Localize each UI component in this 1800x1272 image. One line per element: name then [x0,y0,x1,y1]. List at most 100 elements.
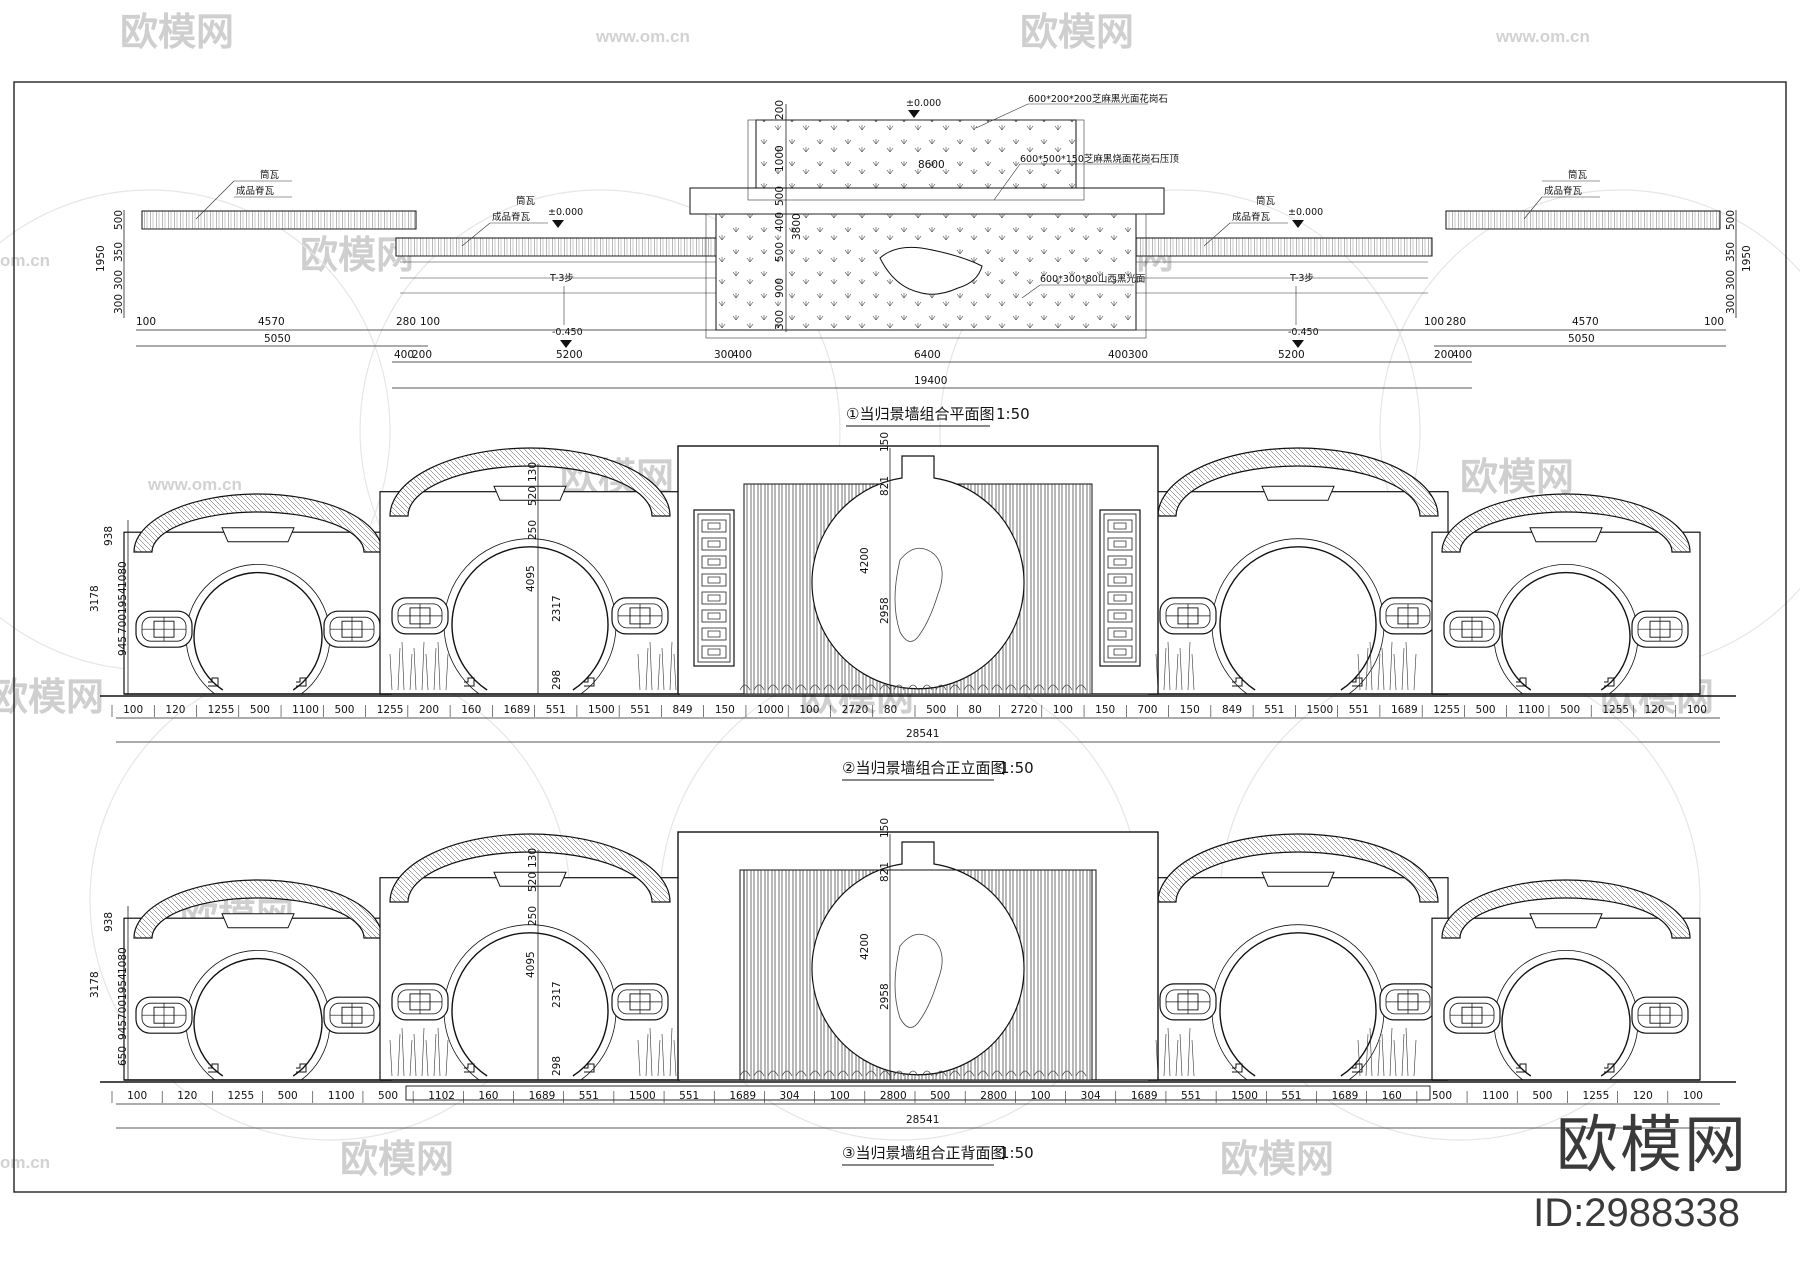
svg-text:1:50: 1:50 [996,405,1030,423]
dimension-label: 1255 [1583,1090,1610,1102]
moon-gate [451,932,609,1077]
arch-plaque [493,485,567,501]
dimension-label: 1100 [1518,704,1545,716]
dimension-label: 1100 [328,1090,355,1102]
svg-text:130: 130 [527,462,539,482]
dimension-label: 500 [926,704,946,716]
svg-text:300: 300 [1725,270,1737,290]
brand-id: ID:2988338 [1533,1191,1740,1235]
dimension-label: 100 [799,704,819,716]
svg-text:T-3步: T-3步 [549,273,574,284]
svg-text:5050: 5050 [1568,333,1595,345]
svg-text:500: 500 [774,186,786,206]
arch-roof [1157,447,1439,517]
dimension-label: 1102 [428,1090,455,1102]
svg-text:400: 400 [1108,349,1128,361]
svg-text:筒瓦: 筒瓦 [1568,169,1588,181]
dimension-label: 500 [278,1090,298,1102]
rock-outline [879,246,983,295]
svg-text:-0.450: -0.450 [552,327,583,338]
watermark-url: www.om.cn [1495,27,1590,46]
svg-text:400: 400 [394,349,414,361]
dimension-label: 1500 [588,704,615,716]
arch-plaque [1529,913,1603,929]
svg-text:1080: 1080 [117,947,129,974]
svg-text:298: 298 [551,670,563,690]
watermark-text: 欧模网 [120,12,234,54]
svg-text:1950: 1950 [95,245,107,272]
dimension-label: 120 [165,704,185,716]
dimension-label: 551 [1264,704,1284,716]
moon-gate [193,571,323,691]
svg-text:4570: 4570 [1572,316,1599,328]
svg-text:700: 700 [117,1000,129,1020]
dimension-label: 1255 [1433,704,1460,716]
svg-text:8600: 8600 [918,159,945,171]
svg-text:5200: 5200 [1278,349,1305,361]
lattice-panel [1099,509,1141,667]
svg-text:300: 300 [774,310,786,330]
svg-text:130: 130 [527,848,539,868]
dimension-label: 700 [1137,704,1157,716]
svg-text:3800: 3800 [791,213,803,240]
arch-roof [1441,879,1691,939]
moon-gate [1219,546,1377,691]
tile-strip-right-outer [1445,210,1721,230]
svg-text:280: 280 [396,316,416,328]
dimension-label: 551 [679,1090,699,1102]
svg-text:938: 938 [103,526,115,546]
front-title: ②当归景墙组合正立面图 [842,759,1005,777]
svg-text:2958: 2958 [879,983,891,1010]
dimension-label: 500 [334,704,354,716]
back-title: ③当归景墙组合正背面图 [842,1144,1005,1162]
dimension-label: 500 [1532,1090,1552,1102]
moon-gate [193,957,323,1077]
arch-roof [1157,833,1439,903]
dimension-label: 150 [1095,704,1115,716]
plan-title: ①当归景墙组合平面图 [846,405,994,423]
svg-text:350: 350 [113,242,125,262]
svg-text:945: 945 [117,636,129,656]
dimension-label: 1255 [1602,704,1629,716]
dimension-label: 200 [419,704,439,716]
svg-text:900: 900 [774,278,786,298]
central-top-block [755,119,1077,189]
svg-text:±0.000: ±0.000 [906,98,941,109]
watermark-text: 欧模网 [1020,12,1134,54]
svg-text:1000: 1000 [774,145,786,172]
watermark-url: om.cn [0,251,50,270]
svg-text:520: 520 [527,872,539,892]
svg-text:298: 298 [551,1056,563,1076]
dimension-label: 80 [884,704,897,716]
rock-sculpture [894,547,943,642]
svg-text:250: 250 [527,520,539,540]
dimension-label: 80 [968,704,981,716]
svg-text:500: 500 [1725,210,1737,230]
svg-text:150: 150 [879,818,891,838]
svg-text:150: 150 [879,432,891,452]
dimension-label: 1689 [529,1090,556,1102]
tile-strip-right-inner [1111,237,1433,257]
arch-plaque [221,913,295,929]
svg-text:2317: 2317 [551,595,563,622]
arch-plaque [221,527,295,543]
svg-text:520: 520 [527,486,539,506]
lattice-panel [693,509,735,667]
svg-text:28541: 28541 [906,1114,939,1126]
watermark-text: 欧模网 [0,677,104,719]
dimension-label: 304 [1081,1090,1101,1102]
svg-text:300: 300 [1725,294,1737,314]
brand-logo: 欧模网 [1555,1111,1748,1180]
watermark-url: www.om.cn [595,27,690,46]
dimension-label: 100 [830,1090,850,1102]
svg-text:821: 821 [879,476,891,496]
dimension-label: 100 [1687,704,1707,716]
dimension-label: 1500 [1307,704,1334,716]
svg-text:2317: 2317 [551,981,563,1008]
svg-text:350: 350 [1725,242,1737,262]
tile-strip-left-inner [395,237,717,257]
arch-plaque [1529,527,1603,543]
